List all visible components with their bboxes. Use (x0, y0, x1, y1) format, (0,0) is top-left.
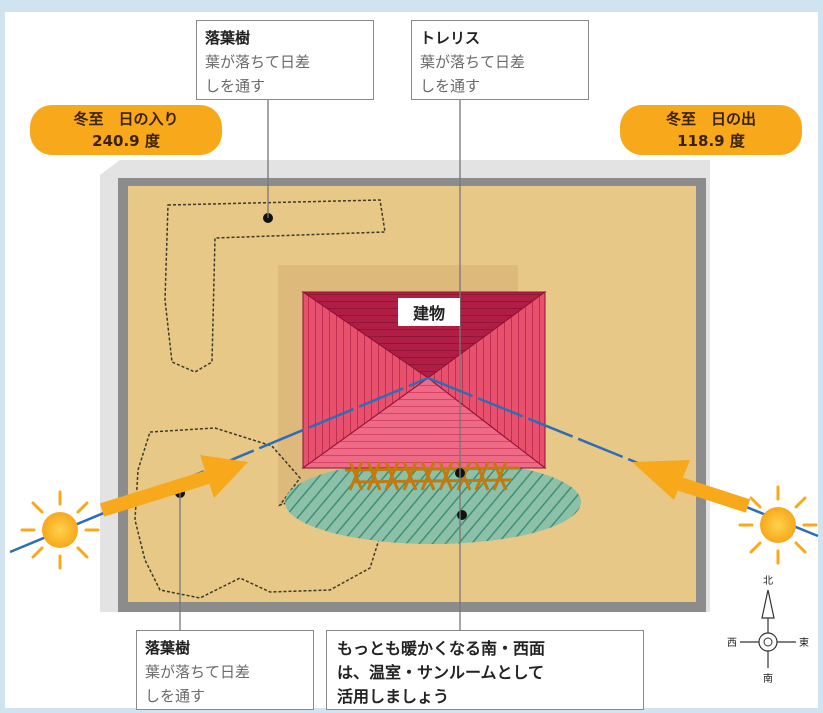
callout-desc: 葉が落ちて日差 (145, 663, 251, 681)
sunrise-line (427, 376, 819, 538)
building-label-bg (398, 298, 460, 326)
callout-trellis: トレリス 葉が落ちて日差 しを通す (411, 20, 589, 100)
callout-desc: 葉が落ちて日差 (420, 53, 526, 71)
sunset-arrow (99, 455, 248, 517)
deciduous-tree-bottom (134, 427, 383, 599)
compass-east: 東 (799, 636, 809, 649)
compass-west: 西 (727, 638, 737, 649)
compass-north: 北 (763, 575, 773, 587)
advice-line: もっとも暖かくなる南・西面 (337, 639, 546, 658)
garden-area (285, 460, 581, 544)
building-roof (301, 291, 547, 470)
sunrise-badge-line1: 冬至 日の出 (665, 110, 756, 128)
callout-desc: 葉が落ちて日差 (205, 53, 311, 71)
callout-title: 落葉樹 (205, 29, 251, 47)
garden-marker (457, 510, 467, 520)
callout-deciduous-top: 落葉樹 葉が落ちて日差 しを通す (196, 20, 374, 100)
sunset-badge-line1: 冬至 日の入り (73, 110, 179, 128)
callout-desc: しを通す (205, 77, 266, 95)
deciduous-tree-top (164, 199, 386, 373)
leader-lines (179, 100, 461, 630)
compass-south: 南 (763, 672, 773, 685)
callout-deciduous-bottom: 落葉樹 葉が落ちて日差 しを通す (136, 630, 314, 710)
sunrise-badge: 冬至 日の出 118.9 度 (620, 105, 802, 155)
sunrise-badge-line2: 118.9 度 (677, 132, 745, 150)
callout-desc: しを通す (145, 687, 206, 705)
sunset-badge: 冬至 日の入り 240.9 度 (30, 105, 222, 155)
building-label: 建物 (413, 304, 445, 323)
advice-line: は、温室・サンルームとして (337, 663, 545, 682)
callout-advice: もっとも暖かくなる南・西面 は、温室・サンルームとして 活用しましょう (326, 630, 644, 710)
callout-title: 落葉樹 (145, 639, 191, 657)
compass-icon: 北 南 東 西 (727, 575, 809, 685)
sun-icon-east (738, 485, 818, 565)
callout-desc: しを通す (420, 77, 481, 95)
advice-line: 活用しましょう (337, 687, 450, 706)
sun-icon-west (20, 490, 100, 570)
sunrise-arrow (632, 460, 751, 513)
sunset-badge-line2: 240.9 度 (92, 132, 160, 150)
callout-title: トレリス (420, 29, 481, 47)
